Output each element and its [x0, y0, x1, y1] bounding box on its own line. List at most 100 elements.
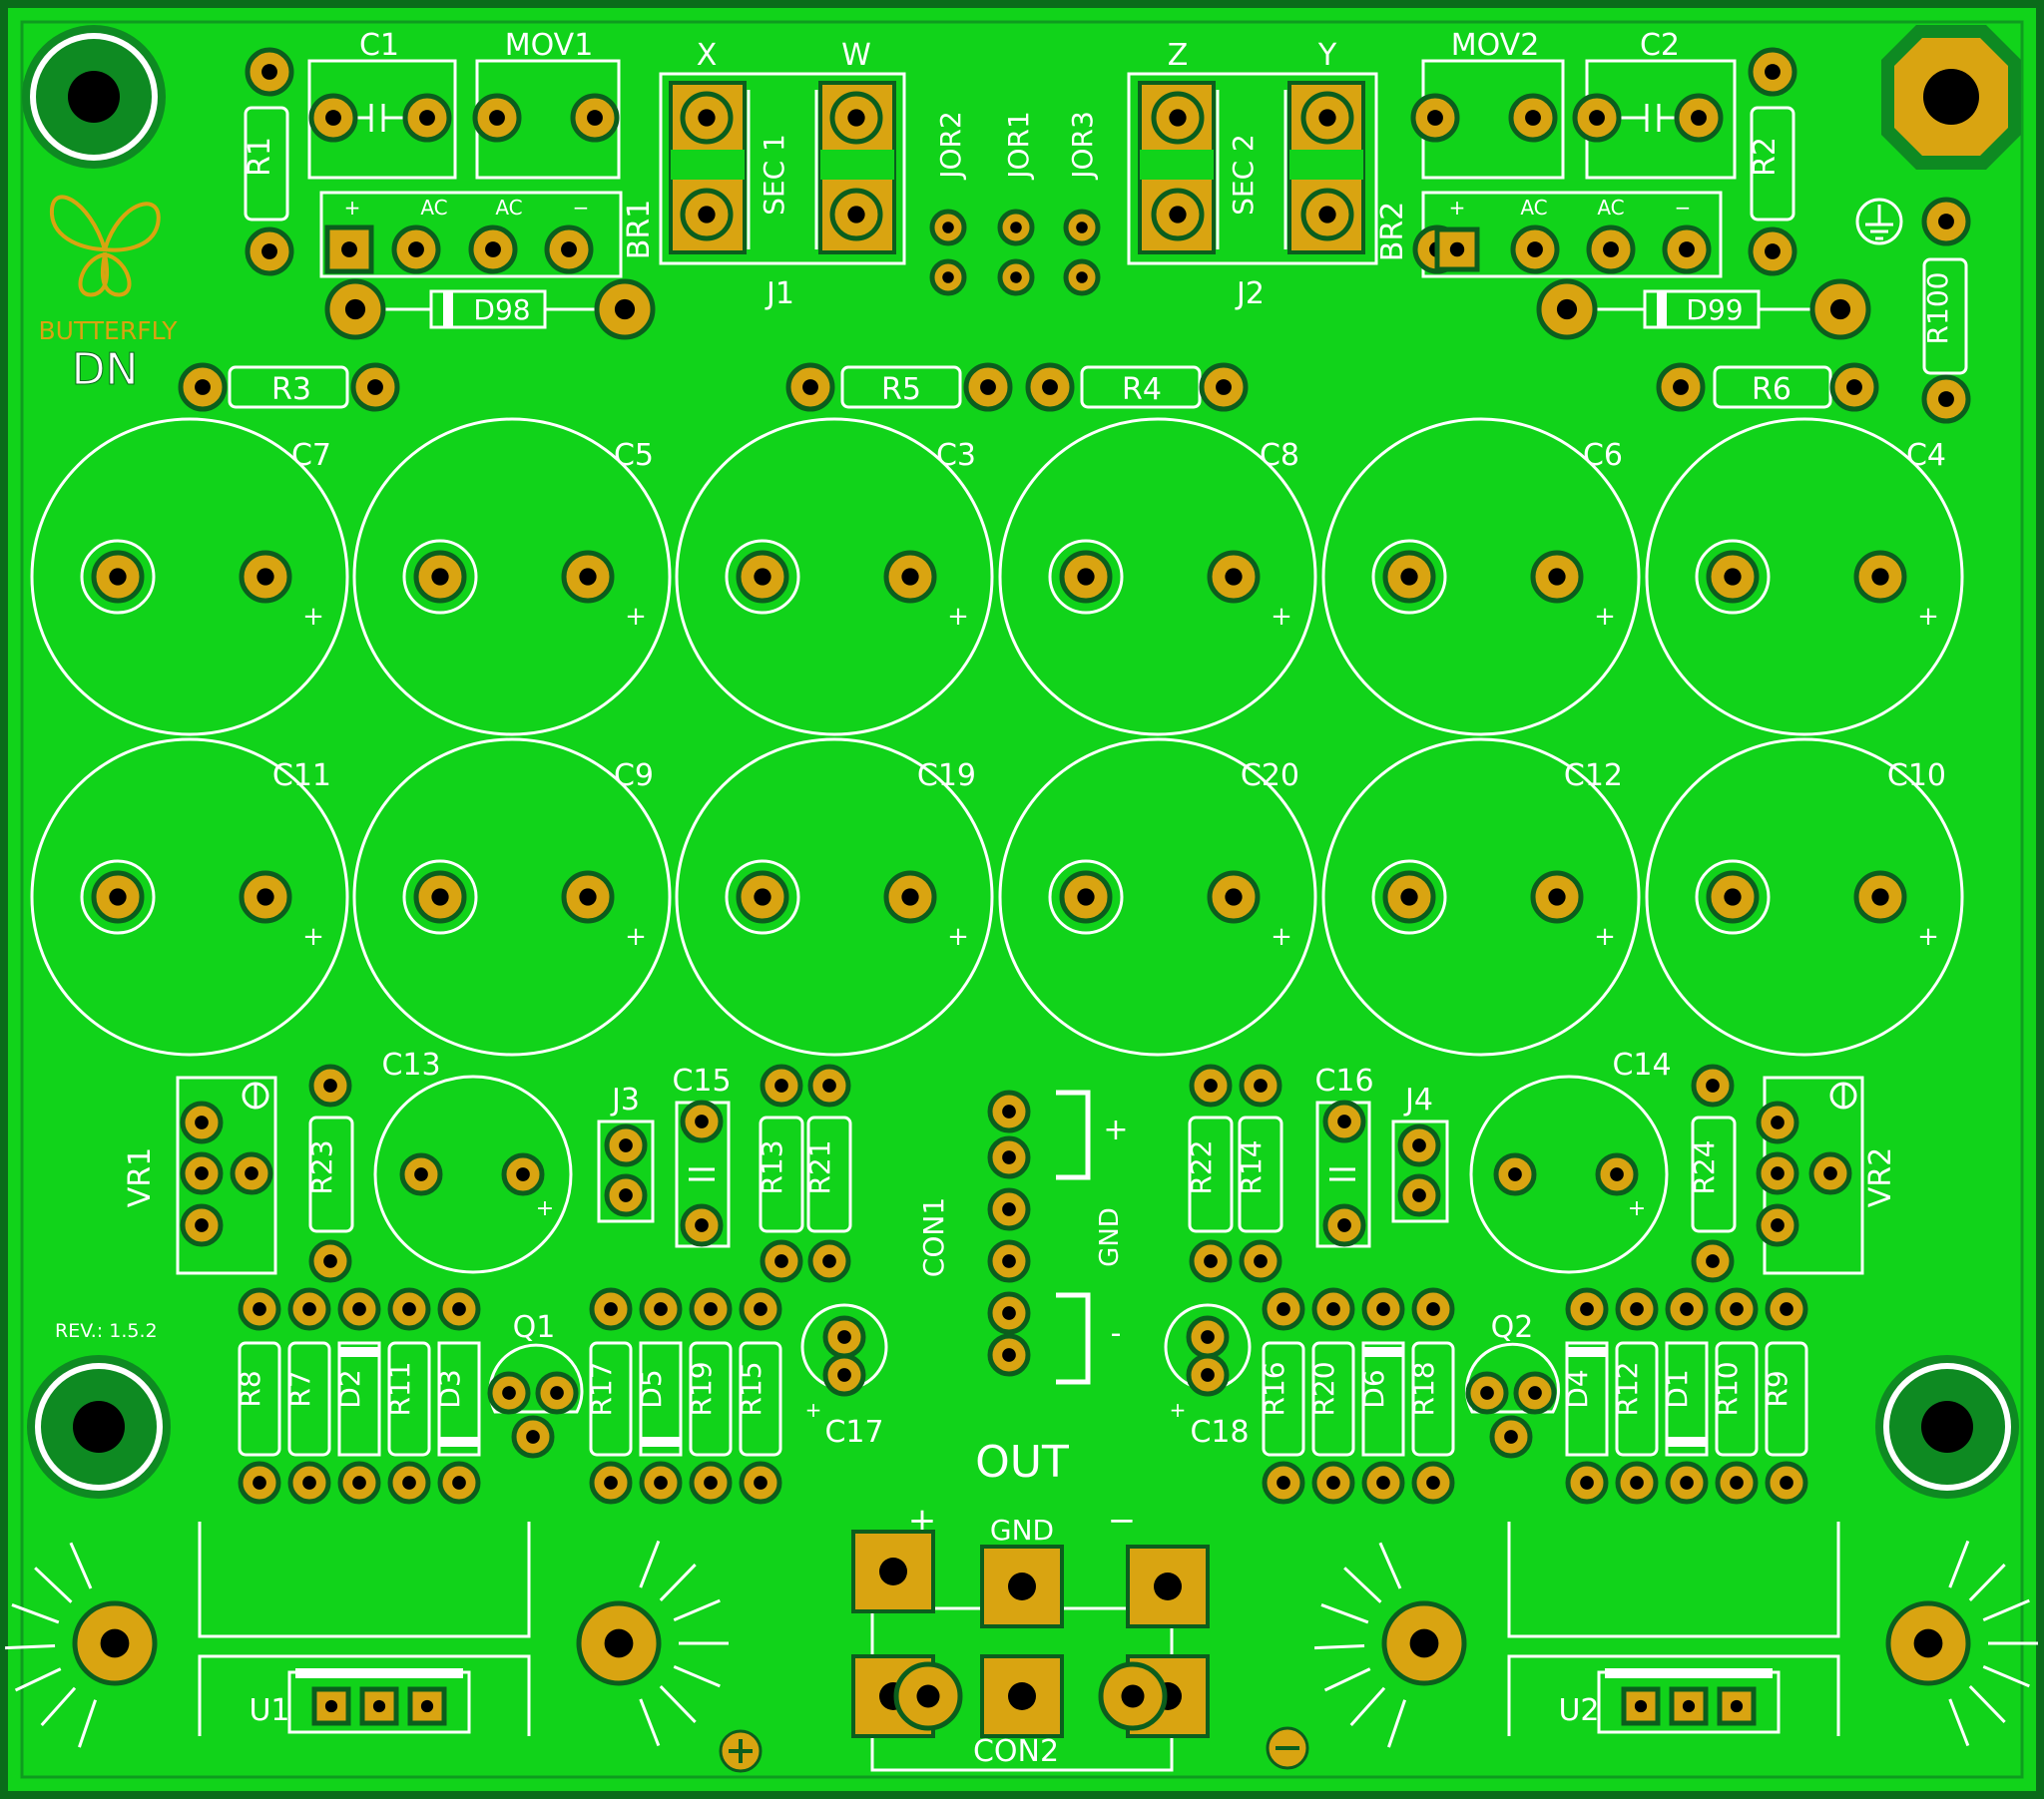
pad	[1508, 93, 1558, 143]
regulator-pad	[359, 1686, 399, 1726]
pad	[1397, 1173, 1441, 1217]
component-label: R11	[383, 1361, 416, 1416]
pad	[308, 93, 358, 143]
pad	[1595, 1152, 1639, 1196]
component-r12: R12	[1611, 1341, 1659, 1457]
pad	[468, 225, 518, 274]
pad	[680, 1203, 724, 1247]
component-label: R8	[234, 1370, 266, 1407]
mounting-hole-tr	[1881, 25, 2021, 170]
big-capacitor-c7: C7+	[30, 417, 349, 736]
c17-plus: +	[805, 1398, 822, 1422]
big-capacitor-c10: C10+	[1645, 737, 1964, 1057]
mounting-hole-bl	[27, 1355, 171, 1499]
capacitor-pad-positive	[1207, 550, 1261, 604]
j3-label: J3	[610, 1083, 640, 1118]
pad	[1322, 1100, 1366, 1143]
component-d1: D1	[1661, 1341, 1709, 1457]
pad	[1186, 1353, 1230, 1397]
component-mov2: MOV2	[1421, 28, 1565, 180]
diode-pad	[594, 278, 656, 340]
pad	[391, 225, 441, 274]
pad	[1410, 93, 1460, 143]
c18-label: C18	[1190, 1415, 1249, 1450]
component-d2: D2	[333, 1341, 381, 1457]
component-c13: C13 +	[373, 1048, 573, 1274]
capacitor-pad-positive	[239, 550, 292, 604]
con2-terminal	[980, 1654, 1064, 1738]
vr1-label: VR1	[123, 1147, 158, 1207]
pad-bottom	[337, 1461, 381, 1505]
component-br2: + AC AC − BR2	[1375, 191, 1723, 278]
big-capacitor-bank: C7+C5+C3+C8+C6+C4+C11+C9+C19+C20+C12+C10…	[30, 417, 1964, 1057]
pad	[308, 1064, 352, 1108]
component-j4: J4	[1391, 1083, 1449, 1223]
pad	[987, 1187, 1031, 1231]
c14-plus: +	[1628, 1196, 1646, 1221]
component-label: R20	[1307, 1361, 1340, 1416]
component-label: R9	[1761, 1370, 1793, 1407]
big-capacitor-label: C11	[272, 758, 331, 793]
j1-w-label: W	[841, 38, 871, 73]
pad-top	[1765, 1287, 1808, 1331]
component-br1: + AC AC − BR1	[319, 191, 657, 278]
component-d3: D3	[433, 1341, 481, 1457]
br2-label: BR2	[1375, 202, 1410, 262]
component-r22: R22	[1185, 1116, 1234, 1233]
butterfly-logo-icon	[49, 195, 161, 297]
pad	[1748, 226, 1797, 276]
component-r13: R13	[756, 1116, 804, 1233]
d99-label: D99	[1686, 293, 1743, 326]
r6-label: R6	[1752, 372, 1791, 407]
br2-ac1: AC	[1520, 196, 1547, 220]
pad-bottom	[437, 1461, 481, 1505]
big-capacitor-c20: C20+	[998, 737, 1317, 1057]
jumper-pad	[997, 258, 1035, 296]
c17-label: C17	[824, 1415, 883, 1450]
transformer-pad	[680, 91, 734, 145]
component-r21: R21	[803, 1116, 852, 1233]
pad-top	[1565, 1287, 1609, 1331]
j2-z-label: Z	[1168, 38, 1189, 73]
c16-label: C16	[1314, 1064, 1373, 1099]
component-r24: R24	[1688, 1116, 1737, 1233]
pad	[822, 1315, 866, 1359]
pad	[604, 1173, 648, 1217]
br2-plus: +	[1449, 196, 1466, 220]
pad-bottom	[287, 1461, 331, 1505]
br1-ac2: AC	[495, 196, 522, 220]
component-label: D3	[433, 1369, 466, 1408]
component-label: R15	[735, 1361, 767, 1416]
component-label: D4	[1561, 1369, 1594, 1408]
pad	[535, 1371, 579, 1415]
component-label: R10	[1711, 1361, 1744, 1416]
pad	[1656, 362, 1706, 412]
pad-top	[1411, 1287, 1455, 1331]
big-capacitor-plus: +	[947, 922, 969, 952]
component-r14: R14	[1235, 1116, 1283, 1233]
j1-label: J1	[765, 276, 794, 311]
j1-x-label: X	[697, 38, 718, 73]
pad-top	[589, 1287, 633, 1331]
pad-top	[1262, 1287, 1305, 1331]
out-label: OUT	[975, 1437, 1069, 1488]
big-capacitor-plus: +	[1271, 602, 1292, 632]
pad	[1572, 93, 1622, 143]
big-capacitor-label: C3	[936, 438, 976, 473]
c15-label: C15	[672, 1064, 731, 1099]
component-con1: CON1 + GND -	[917, 1090, 1129, 1385]
pad	[1397, 1124, 1441, 1167]
pad-bottom	[1765, 1461, 1808, 1505]
pad-bottom	[1361, 1461, 1405, 1505]
big-capacitor-label: C7	[291, 438, 331, 473]
capacitor-pad-negative	[91, 870, 145, 924]
pad	[1662, 225, 1712, 274]
capacitor-pad-negative	[1706, 550, 1760, 604]
minus-circle-icon	[1266, 1726, 1309, 1770]
pad	[1921, 374, 1971, 424]
pad-bottom	[238, 1461, 281, 1505]
pad	[1025, 362, 1075, 412]
pad-bottom	[1565, 1461, 1609, 1505]
big-capacitor-plus: +	[1594, 602, 1616, 632]
